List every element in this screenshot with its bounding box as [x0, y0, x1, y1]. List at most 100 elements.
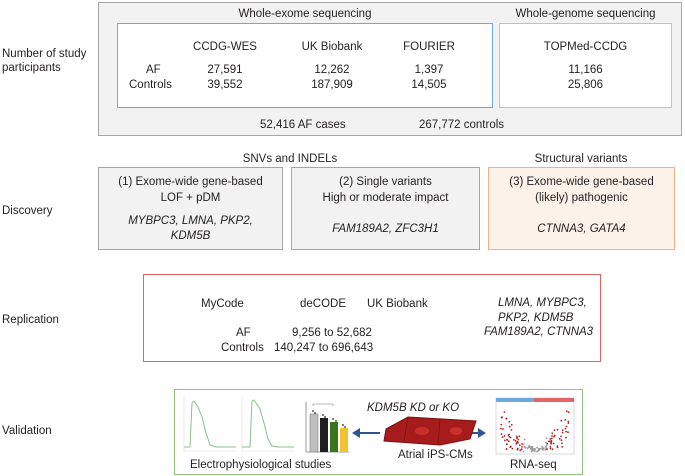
- cells-label: Atrial iPS-CMs: [398, 449, 473, 461]
- volcano-point: [500, 423, 503, 426]
- box2-title: (2) Single variants: [339, 176, 432, 188]
- volcano-point: [556, 428, 559, 431]
- structural-variants-title: Structural variants: [534, 153, 628, 165]
- volcano-point: [549, 438, 552, 440]
- replicated-genes: PKP2, KDM5B: [498, 312, 574, 324]
- volcano-point: [502, 428, 504, 430]
- volcano-point: [552, 442, 555, 445]
- volcano-point: [561, 431, 564, 434]
- replication-controls-range: 140,247 to 696,643: [274, 342, 374, 354]
- volcano-point: [523, 438, 526, 441]
- volcano-point: [503, 411, 506, 413]
- volcano-point: [523, 445, 526, 448]
- volcano-point: [501, 436, 504, 439]
- replication-af-range: 9,256 to 52,682: [292, 327, 372, 339]
- volcano-point: [533, 450, 536, 452]
- volcano-point: [565, 410, 568, 412]
- volcano-point: [556, 445, 559, 447]
- box3-genes: CTNNA3, GATA4: [537, 223, 626, 235]
- volcano-point: [553, 435, 555, 438]
- volcano-point: [509, 445, 512, 448]
- total-controls: 267,772 controls: [419, 119, 505, 131]
- discovery-box-gene-based: [98, 167, 283, 250]
- af-value: 1,397: [414, 64, 444, 76]
- volcano-point: [541, 445, 543, 448]
- volcano-point: [531, 447, 534, 450]
- box1-genes: KDM5B: [170, 230, 211, 242]
- volcano-point: [504, 439, 506, 442]
- volcano-point: [500, 433, 503, 435]
- discovery-box-structural: [488, 167, 675, 250]
- volcano-point: [543, 447, 545, 449]
- volcano-point: [546, 448, 548, 451]
- volcano-point: [560, 419, 563, 422]
- volcano-point: [526, 447, 529, 450]
- replication-box: [143, 274, 601, 362]
- row-label-replication: Replication: [2, 314, 59, 326]
- controls-value: 187,909: [311, 79, 353, 91]
- volcano-point: [522, 443, 525, 445]
- cohort-name: CCDG-WES: [193, 41, 257, 53]
- af-value: 27,591: [207, 64, 243, 76]
- box1-title: (1) Exome-wide gene-based: [118, 176, 263, 188]
- controls-value: 14,505: [411, 79, 447, 91]
- discovery-box-single-variants: [291, 167, 480, 250]
- volcano-point: [567, 431, 569, 434]
- replication-controls-label: Controls: [221, 342, 264, 354]
- replication-cohort: MyCode: [201, 298, 244, 310]
- volcano-point: [549, 447, 552, 450]
- wgs-controls-value: 25,806: [567, 79, 604, 91]
- volcano-point: [505, 448, 508, 450]
- volcano-point: [528, 446, 530, 449]
- volcano-point: [551, 432, 554, 435]
- volcano-point: [536, 450, 538, 453]
- volcano-point: [515, 435, 518, 438]
- volcano-point: [510, 424, 513, 426]
- volcano-point: [533, 448, 536, 451]
- volcano-point: [560, 439, 563, 441]
- volcano-point: [551, 435, 553, 437]
- af-value: 12,262: [314, 64, 350, 76]
- box3-title: (3) Exome-wide gene-based: [509, 176, 654, 188]
- volcano-point: [537, 449, 540, 452]
- volcano-point: [506, 443, 508, 446]
- volcano-point: [510, 429, 513, 431]
- wes-box: [117, 23, 493, 108]
- row-label-participants: Number of study participants: [2, 48, 87, 74]
- box2-genes: FAM189A2, ZFC3H1: [332, 223, 439, 235]
- volcano-point: [514, 440, 517, 442]
- volcano-point: [509, 436, 512, 439]
- snv-indel-title: SNVs and INDELs: [242, 153, 338, 165]
- volcano-point: [521, 446, 523, 448]
- volcano-point: [536, 446, 539, 449]
- box3-subtitle: (likely) pathogenic: [535, 192, 628, 204]
- replication-cohort: UK Biobank: [367, 298, 428, 310]
- volcano-point: [507, 440, 510, 443]
- volcano-point: [503, 435, 506, 437]
- volcano-point: [565, 425, 568, 428]
- volcano-point: [550, 439, 553, 442]
- af-label: AF: [146, 64, 161, 76]
- volcano-point: [549, 446, 552, 448]
- volcano-point: [567, 420, 570, 423]
- wgs-title: Whole-genome sequencing: [515, 8, 656, 20]
- replicated-genes: LMNA, MYBPC3,: [498, 297, 587, 309]
- volcano-point: [545, 444, 548, 446]
- volcano-point: [531, 449, 534, 452]
- volcano-point: [556, 446, 559, 449]
- volcano-plot-icon: [495, 397, 575, 455]
- box2-subtitle: High or moderate impact: [322, 192, 449, 204]
- volcano-point: [565, 436, 567, 439]
- rnaseq-label: RNA-seq: [510, 459, 557, 471]
- volcano-point: [553, 429, 556, 432]
- row-label-validation: Validation: [2, 425, 52, 437]
- wes-title: Whole-exome sequencing: [238, 8, 372, 20]
- box1-genes: MYBPC3, LMNA, PKP2,: [128, 215, 253, 227]
- volcano-point: [546, 442, 549, 445]
- volcano-point: [522, 450, 525, 453]
- bar-chart-icon: [305, 402, 349, 453]
- ephys-label: Electrophysiological studies: [190, 459, 332, 471]
- volcano-point: [544, 448, 547, 451]
- volcano-point: [561, 429, 564, 432]
- wgs-cohort-name: TOPMed-CCDG: [543, 41, 628, 53]
